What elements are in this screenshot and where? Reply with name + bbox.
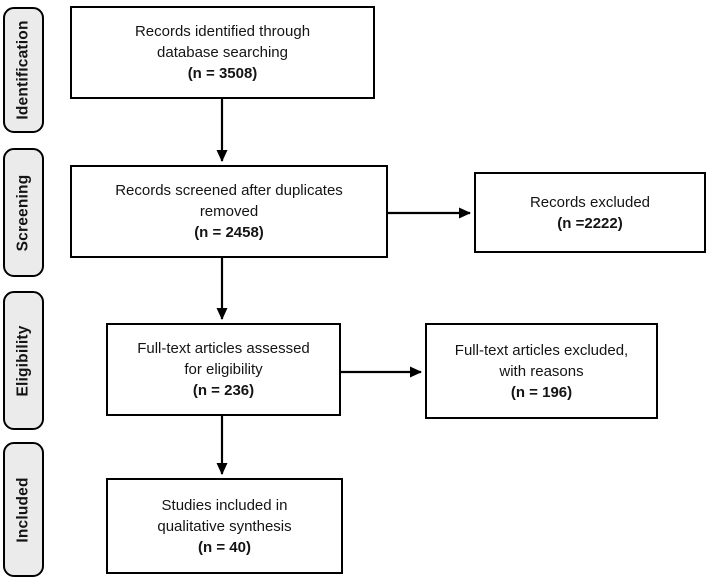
node-text-line: Studies included in (161, 496, 288, 514)
node-text-line: Records identified through (134, 23, 311, 40)
node-studies-included: Studies included in qualitative synthesi… (106, 478, 343, 574)
node-text-line: Full-text articles excluded, (454, 341, 629, 359)
node-text-line: removed (199, 203, 259, 220)
stage-identification: Identification (3, 7, 44, 133)
node-text-line: for eligibility (184, 361, 263, 378)
node-text-line: with reasons (499, 362, 584, 380)
node-count: (n = 236) (192, 382, 255, 399)
node-records-excluded: Records excluded (n =2222) (474, 172, 706, 253)
node-fulltext-excluded: Full-text articles excluded, with reason… (425, 323, 658, 419)
node-text-line: Records excluded (529, 193, 651, 211)
node-count: (n =2222) (557, 214, 623, 232)
stage-screening: Screening (3, 148, 44, 277)
stage-included-label: Included (14, 476, 32, 543)
node-fulltext-assessed: Full-text articles assessed for eligibil… (106, 323, 341, 416)
node-records-screened: Records screened after duplicates remove… (70, 165, 388, 258)
node-count: (n = 40) (198, 538, 251, 556)
node-text-line: Records screened after duplicates (115, 182, 343, 199)
node-text-line: qualitative synthesis (157, 517, 292, 535)
node-count: (n = 2458) (194, 224, 264, 241)
stage-eligibility: Eligibility (3, 291, 44, 430)
node-count: (n = 3508) (187, 65, 258, 82)
stage-screening-label: Screening (14, 174, 32, 251)
node-records-identified: Records identified through database sear… (70, 6, 375, 99)
stage-identification-label: Identification (14, 20, 32, 120)
stage-eligibility-label: Eligibility (14, 324, 32, 397)
node-count: (n = 196) (510, 383, 573, 401)
node-text-line: Full-text articles assessed (137, 340, 310, 357)
node-text-line: database searching (157, 44, 288, 61)
stage-included: Included (3, 442, 44, 577)
